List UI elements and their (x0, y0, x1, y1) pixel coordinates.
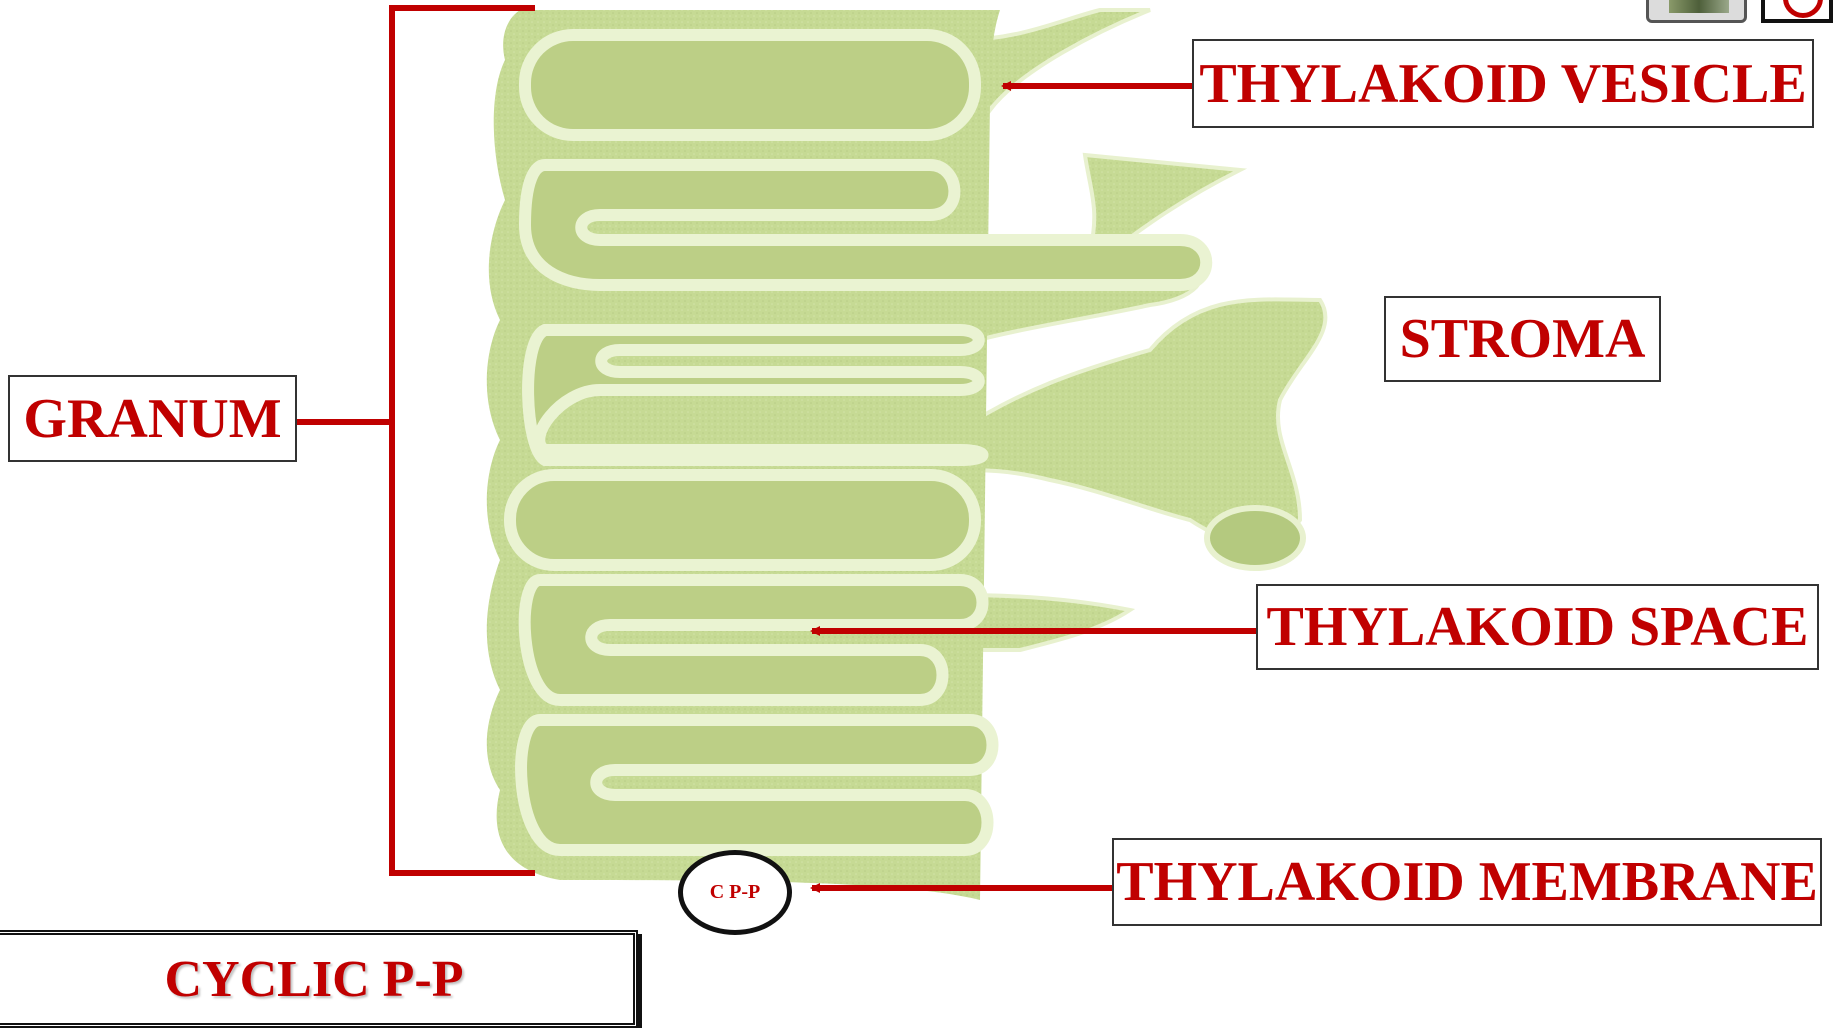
cpp-badge-button[interactable]: C P-P (678, 850, 792, 935)
close-circle-icon (1783, 0, 1823, 18)
label-thylakoid-vesicle: THYLAKOID VESICLE (1192, 39, 1814, 128)
label-thylakoid-membrane: THYLAKOID MEMBRANE (1112, 838, 1822, 926)
slide-thumbnail-button[interactable] (1646, 0, 1747, 23)
label-stroma: STROMA (1384, 296, 1661, 382)
close-button[interactable] (1761, 0, 1833, 23)
slide-thumbnail-icon (1669, 0, 1729, 13)
label-granum: GRANUM (8, 375, 297, 462)
cyclic-pp-button[interactable]: CYCLIC P-P (0, 930, 638, 1028)
label-thylakoid-space: THYLAKOID SPACE (1256, 584, 1819, 670)
